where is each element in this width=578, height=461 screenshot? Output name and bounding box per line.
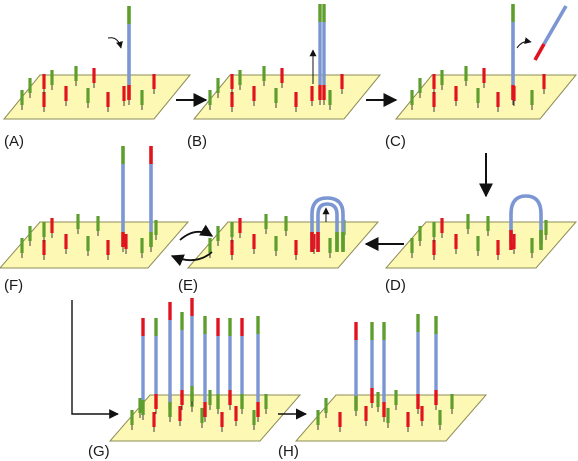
cycle-arrow-e-to-f — [170, 251, 213, 267]
flow-arrow-f-to-g — [71, 300, 119, 419]
panel-label-e: (E) — [178, 277, 198, 294]
panel-label-g: (G) — [88, 443, 110, 460]
panel-label-h: (H) — [278, 443, 299, 460]
bridge-inner-e — [316, 202, 339, 250]
surface-a — [2, 74, 192, 120]
released-tip-c — [533, 43, 546, 61]
panel-label-d: (D) — [385, 277, 406, 294]
released-strand-c — [542, 5, 568, 45]
bend-arrow-a — [107, 37, 123, 49]
release-arrow-c — [516, 37, 532, 49]
surface-c — [394, 74, 578, 120]
surface-b — [192, 74, 382, 120]
surfaces-layer — [0, 74, 578, 442]
bridge-strand-d — [509, 194, 543, 244]
panel-label-b: (B) — [187, 133, 207, 150]
bridge-outer-e — [310, 196, 345, 250]
surface-f — [0, 221, 190, 269]
panel-label-a: (A) — [4, 133, 24, 150]
objects-layer — [20, 4, 568, 432]
panel-label-c: (C) — [385, 133, 406, 150]
labels-layer: (A) (B) (C) (F) (E) (D) (G) (H) — [4, 133, 406, 460]
cycle-arrow-f-to-e — [179, 224, 214, 241]
panel-label-f: (F) — [4, 277, 23, 294]
arrows-layer — [71, 37, 532, 420]
